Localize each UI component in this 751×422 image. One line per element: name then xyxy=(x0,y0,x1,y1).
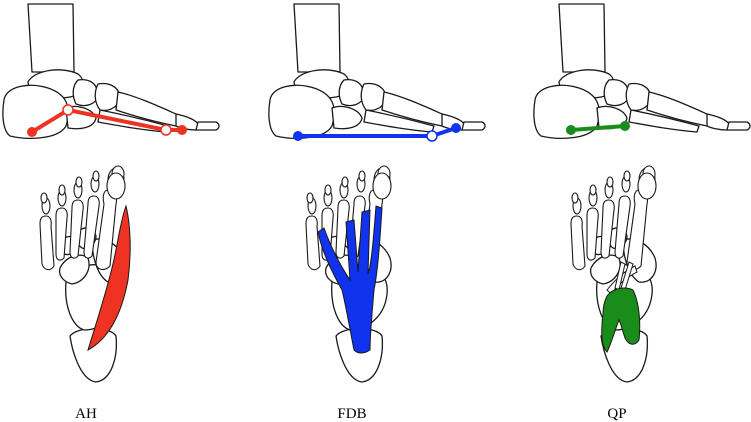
qp-side-line xyxy=(566,121,630,135)
panel-label-fdb: FDB xyxy=(337,406,366,422)
fdb-muscle-shape xyxy=(317,205,383,354)
side-foot-skeleton xyxy=(268,3,486,139)
panel-ah: AH xyxy=(2,3,220,422)
ah-side-line xyxy=(27,104,187,137)
side-foot-skeleton xyxy=(533,3,751,139)
panel-label-ah: AH xyxy=(75,406,97,422)
ah-muscle-shape xyxy=(87,204,131,352)
panel-label-qp: QP xyxy=(607,406,626,422)
panel-fdb: FDB xyxy=(268,3,486,422)
plantar-foot-skeleton xyxy=(570,165,657,383)
qp-muscle-shape xyxy=(601,287,641,353)
panel-qp: QP xyxy=(533,3,751,422)
fdb-side-line xyxy=(293,123,461,142)
plantar-foot-skeleton xyxy=(305,165,392,383)
qp-tendons xyxy=(606,261,638,295)
